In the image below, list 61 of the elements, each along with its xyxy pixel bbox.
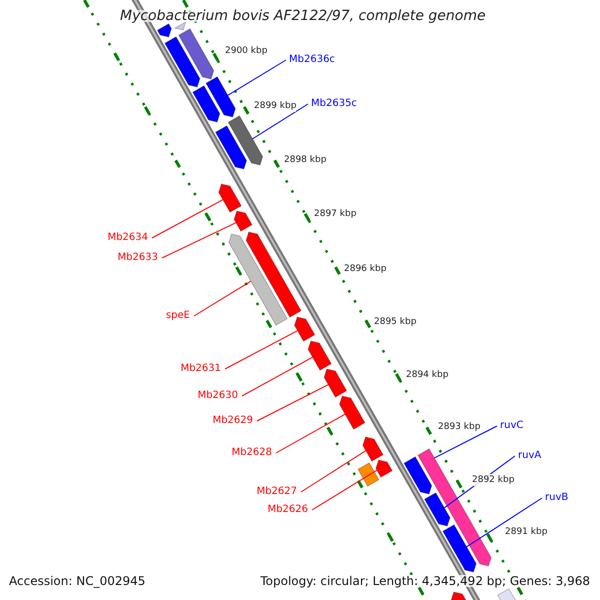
leader-line — [252, 104, 308, 140]
scale-label: 2897 kbp — [314, 208, 356, 220]
gene-feature — [308, 340, 332, 371]
feature-box — [357, 462, 380, 487]
gene-feature — [205, 76, 236, 118]
scale-label: 2896 kbp — [344, 263, 386, 275]
gene-feature — [214, 125, 248, 170]
leader-line — [162, 222, 236, 258]
leader-line — [242, 356, 314, 396]
gene-label: Mb2631 — [180, 363, 221, 375]
gene-feature — [403, 456, 432, 494]
footer-text: Accession: NC_002945 — [9, 575, 146, 587]
scale-label: 2899 kbp — [254, 100, 296, 112]
leader-line — [434, 426, 498, 458]
leader-line — [194, 280, 252, 316]
scale-label: 2895 kbp — [374, 316, 416, 328]
gene-feature — [362, 436, 384, 462]
gene-label: speE — [166, 310, 190, 322]
gene-feature — [234, 210, 253, 232]
footer-text: Topology: circular; Length: 4,345,492 bp; Genes: 3,968 — [260, 575, 590, 587]
gene-label: Mb2628 — [232, 447, 272, 459]
gene-feature — [228, 234, 288, 326]
gene-label: Mb2629 — [212, 415, 253, 427]
gene-label: Mb2635c — [311, 98, 357, 110]
gene-label: Mb2636c — [289, 54, 335, 66]
gene-feature — [178, 28, 214, 80]
gene-feature — [424, 492, 450, 526]
gene-feature — [339, 396, 366, 430]
scale-label: 2900 kbp — [225, 45, 268, 57]
leader-line — [466, 498, 542, 548]
gene-feature — [164, 36, 200, 88]
scale-label: 2898 kbp — [284, 154, 326, 166]
scale-label: 2894 kbp — [406, 369, 448, 381]
leader-line — [276, 414, 346, 454]
map-title: Mycobacterium bovis AF2122/97, complete genome — [120, 10, 486, 22]
gene-feature — [324, 368, 348, 398]
leader-line — [224, 330, 298, 370]
gene-label: ruvC — [500, 420, 524, 432]
scale-label: 2891 kbp — [505, 526, 548, 538]
leader-line — [152, 199, 224, 238]
gene-label: Mb2627 — [256, 486, 297, 498]
gene-feature — [228, 115, 264, 166]
gene-feature — [417, 448, 492, 566]
gene-feature — [375, 460, 393, 478]
gene-label: ruvA — [518, 450, 542, 462]
leader-line — [256, 384, 329, 422]
leader-line — [300, 450, 366, 492]
gene-label: ruvB — [545, 492, 568, 504]
gene-feature — [442, 524, 477, 572]
gene-label: Mb2630 — [198, 390, 238, 402]
scale-label: 2892 kbp — [472, 474, 514, 486]
gene-feature — [294, 316, 316, 342]
gene-feature — [192, 85, 220, 122]
scale-label: 2893 kbp — [438, 421, 480, 433]
leader-line — [312, 470, 378, 510]
gene-feature — [246, 232, 302, 318]
gene-label: Mb2626 — [268, 504, 308, 516]
leader-line — [227, 60, 286, 96]
gene-feature — [218, 184, 242, 213]
gene-label: Mb2634 — [108, 232, 148, 244]
gene-label: Mb2633 — [118, 252, 158, 264]
